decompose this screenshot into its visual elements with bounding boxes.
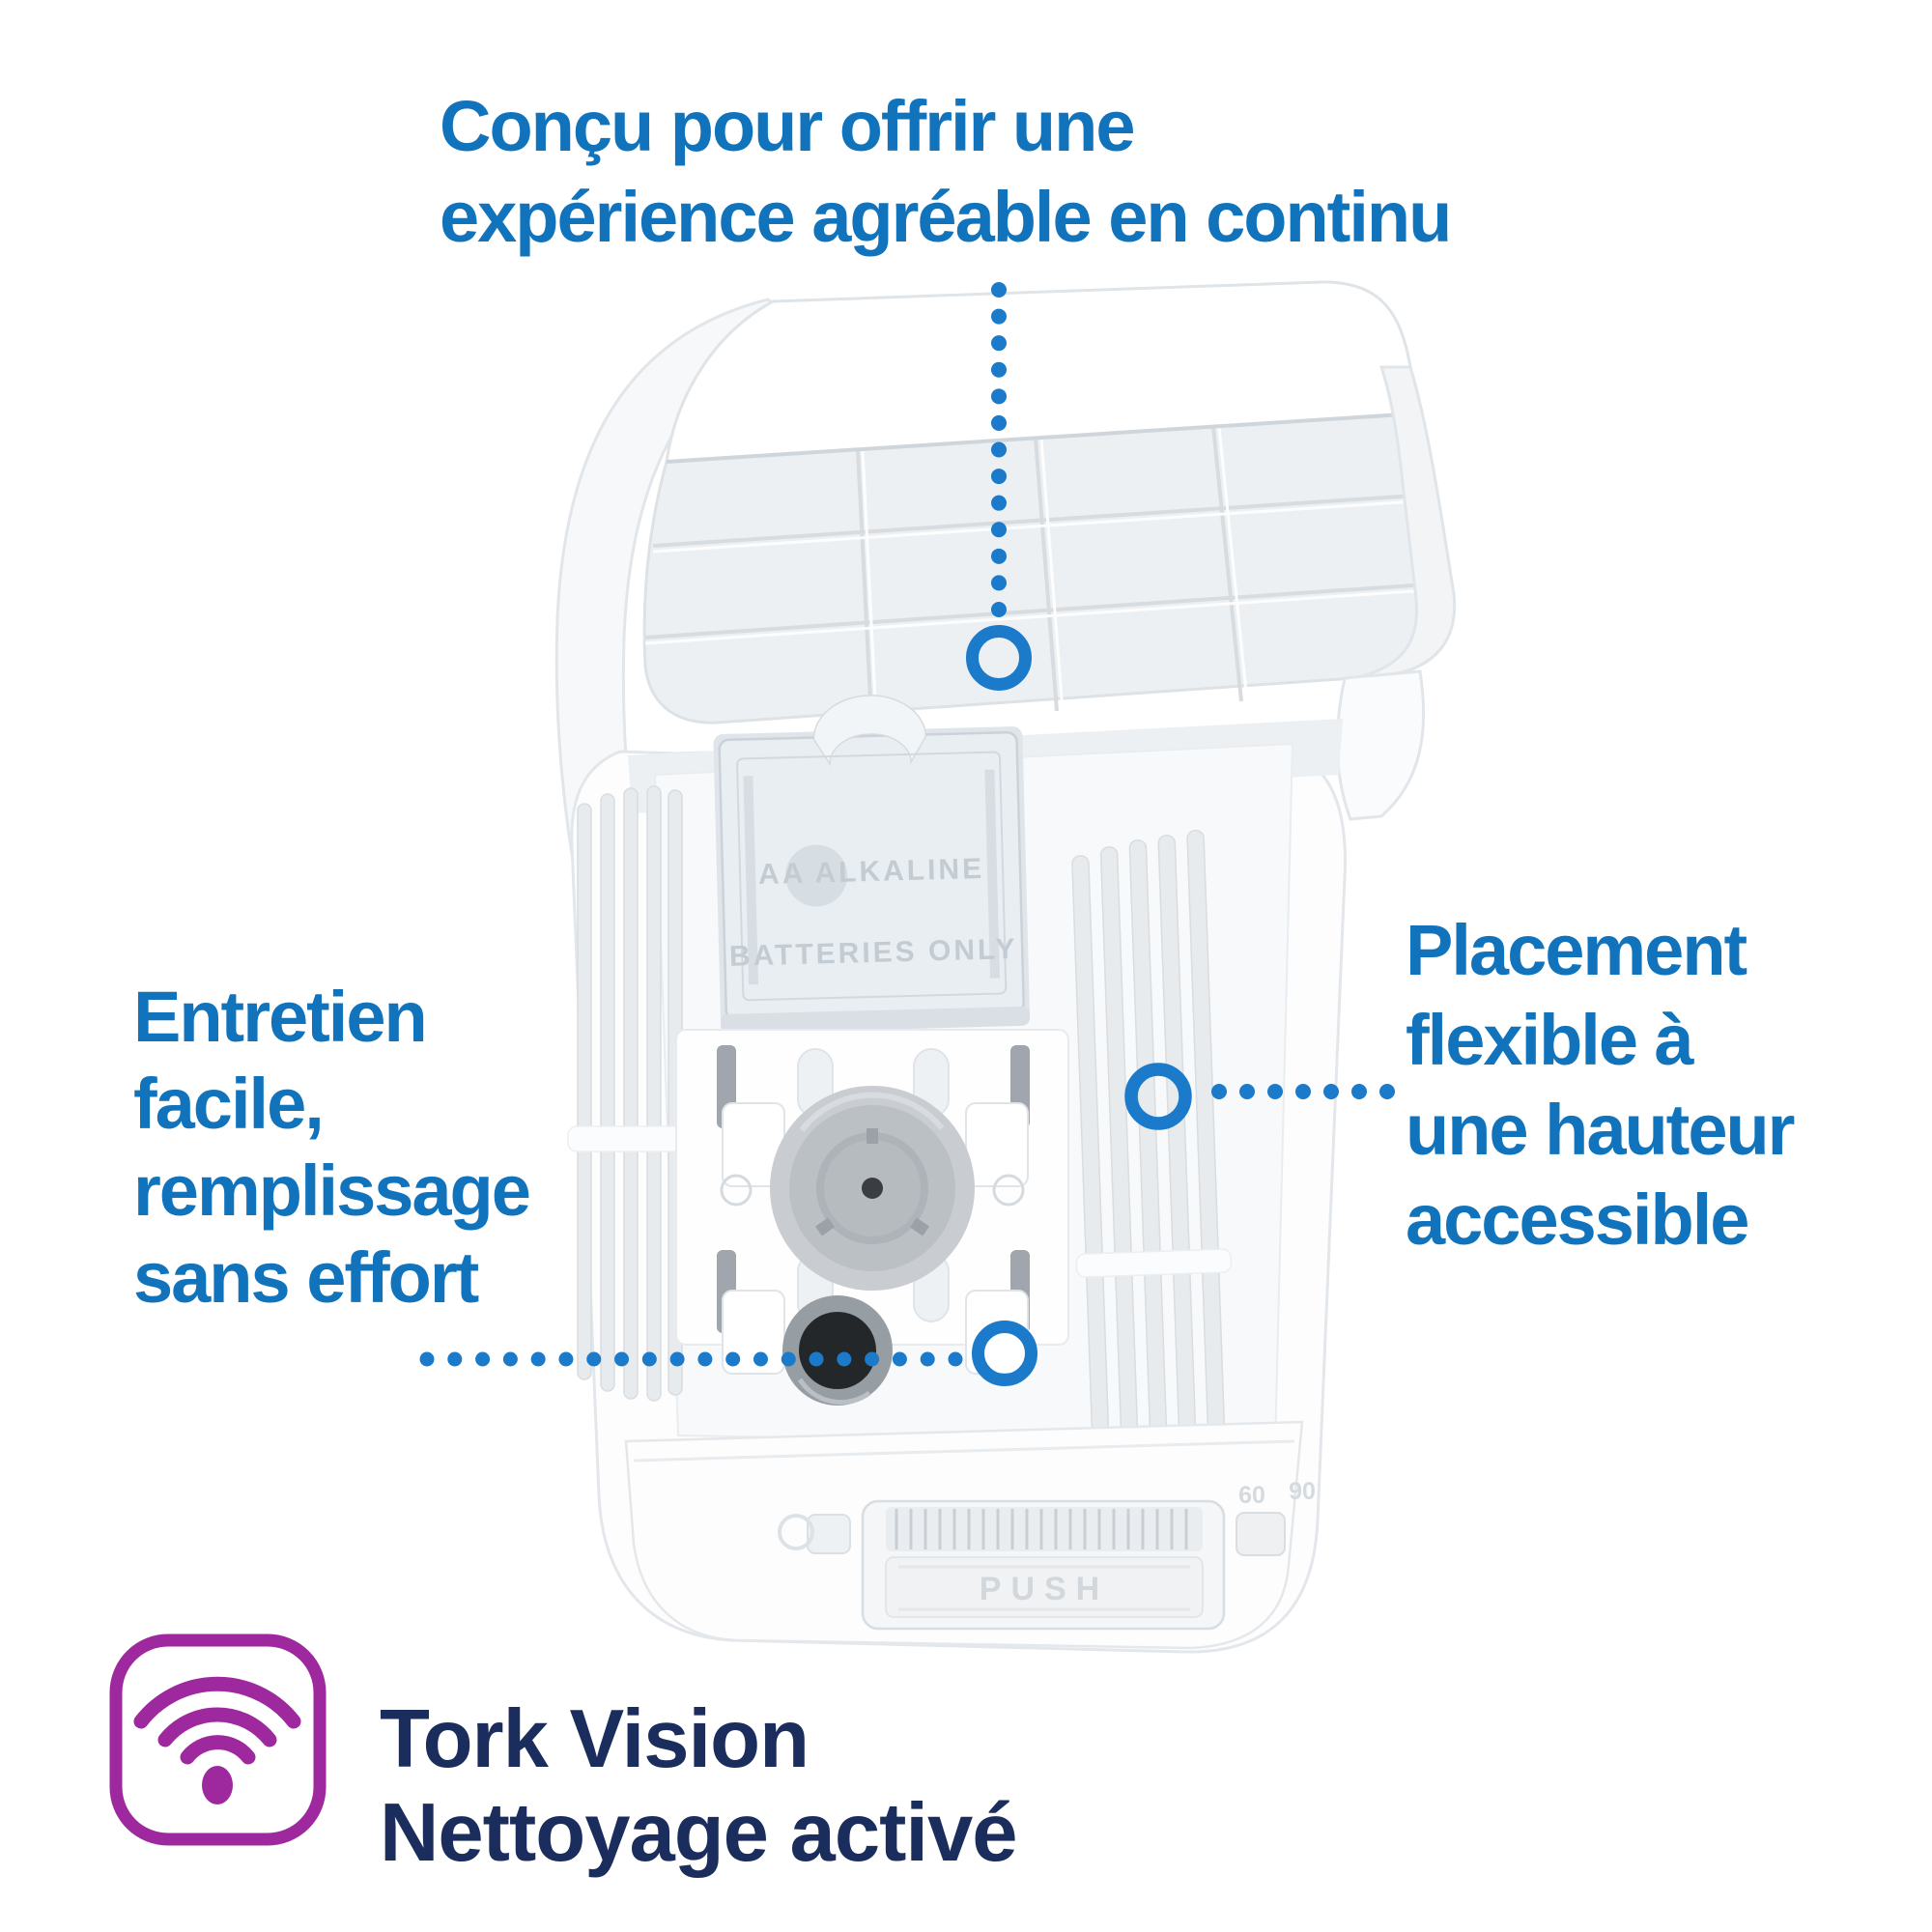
callout-right-marker-circle: [1124, 1063, 1192, 1130]
refill-plate: [675, 1029, 1069, 1375]
bottom-socket-hole: [782, 1295, 893, 1406]
badge-frame: [109, 1634, 327, 1846]
callout-left-connector: [419, 1321, 1037, 1386]
callout-top-line: Conçu pour offrir une: [440, 86, 1136, 166]
bottom-chin: PUSH 60 90: [624, 1420, 1316, 1650]
dial-90: 90: [1289, 1478, 1316, 1505]
callout-right-connector: [1124, 1063, 1395, 1130]
badge-caption-line: Tork Vision: [380, 1693, 810, 1785]
callout-top-connector: [966, 282, 1032, 691]
refill-socket: [770, 1086, 975, 1291]
battery-emboss-line2: BATTERIES ONLY: [729, 933, 1018, 973]
badge-caption-line: Nettoyage activé: [380, 1787, 1018, 1879]
callout-top-marker-circle: [966, 625, 1032, 691]
callout-left: Entretien facile, remplissage sans effor…: [133, 974, 531, 1321]
dotted-line-bottom: [419, 1351, 963, 1367]
lid-grid-lines: [644, 426, 1442, 720]
wifi-dot: [202, 1766, 233, 1804]
callout-right-line: Placement: [1406, 910, 1747, 990]
callout-right-line: accessible: [1406, 1179, 1749, 1260]
right-vents: [1071, 830, 1233, 1450]
push-emboss: PUSH: [980, 1571, 1109, 1607]
lid-grid-highlights: [644, 426, 1442, 720]
callout-left-line: sans effort: [133, 1237, 479, 1318]
battery-compartment: AA ALKALINE BATTERIES ONLY: [713, 695, 1031, 1034]
dotted-line-vertical: [991, 282, 1007, 617]
callout-right: Placement flexible à une hauteur accessi…: [1406, 905, 1795, 1264]
wifi-icon: [133, 1676, 301, 1765]
tork-vision-badge: [109, 1634, 327, 1846]
callout-top: Conçu pour offrir une expérience agréabl…: [440, 81, 1452, 263]
latch-ribs: [895, 1509, 1188, 1549]
lid-inner-panel: [642, 412, 1454, 724]
battery-emboss-line1: AA ALKALINE: [758, 853, 985, 891]
callout-right-line: flexible à: [1406, 1000, 1694, 1080]
callout-left-marker-circle: [972, 1321, 1037, 1386]
badge-caption: Tork Vision Nettoyage activé: [380, 1692, 1018, 1880]
lid-hinge-right: [1335, 669, 1426, 821]
callout-top-line: expérience agréable en continu: [440, 177, 1452, 257]
callout-left-line: facile,: [133, 1064, 325, 1144]
callout-right-line: une hauteur: [1406, 1090, 1795, 1170]
dotted-line-right: [1211, 1084, 1395, 1099]
callout-left-line: Entretien: [133, 977, 428, 1057]
dial-60: 60: [1238, 1482, 1265, 1509]
callout-left-line: remplissage: [133, 1151, 531, 1231]
dispenser-body: AA ALKALINE BATTERIES ONLY: [567, 695, 1347, 1654]
